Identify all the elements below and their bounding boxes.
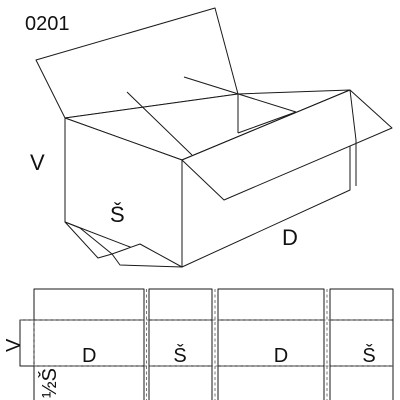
blank-panel-label-2: Š [173, 344, 186, 367]
blank-label-height: V [3, 338, 25, 352]
blank-panel-label-1: D [82, 345, 96, 367]
label-width: Š [110, 202, 125, 227]
blank-label-half-width: ½Š [38, 368, 61, 398]
blank-panel-length-2 [217, 319, 325, 367]
flap-edge [349, 89, 357, 141]
blank-bottom-flap-4 [329, 365, 394, 400]
bottom-flap-front [111, 243, 183, 268]
flat-blank-layout [19, 288, 394, 400]
blank-panel-width-2 [329, 319, 394, 367]
blank-bottom-flap-3 [217, 365, 325, 400]
blank-top-flap-2 [148, 288, 213, 321]
blank-panel-width-1 [148, 319, 213, 367]
blank-top-flap-1 [33, 288, 145, 321]
label-height: V [30, 150, 45, 175]
blank-panel-length-1 [33, 319, 145, 367]
box-style-code: 0201 [25, 13, 70, 35]
inner-crease-bottom [237, 111, 297, 134]
label-length: D [282, 225, 298, 250]
blank-panel-label-4: Š [362, 344, 375, 367]
inner-crease-front [126, 91, 193, 156]
inner-crease-back [183, 76, 297, 113]
box-3d-view [35, 7, 393, 268]
blank-top-flap-3 [217, 288, 325, 321]
blank-panel-label-3: D [274, 345, 288, 367]
blank-bottom-flap-2 [148, 365, 213, 400]
blank-top-flap-4 [329, 288, 394, 321]
right-flap [181, 89, 393, 201]
blank-bottom-flap-1 [33, 365, 145, 400]
